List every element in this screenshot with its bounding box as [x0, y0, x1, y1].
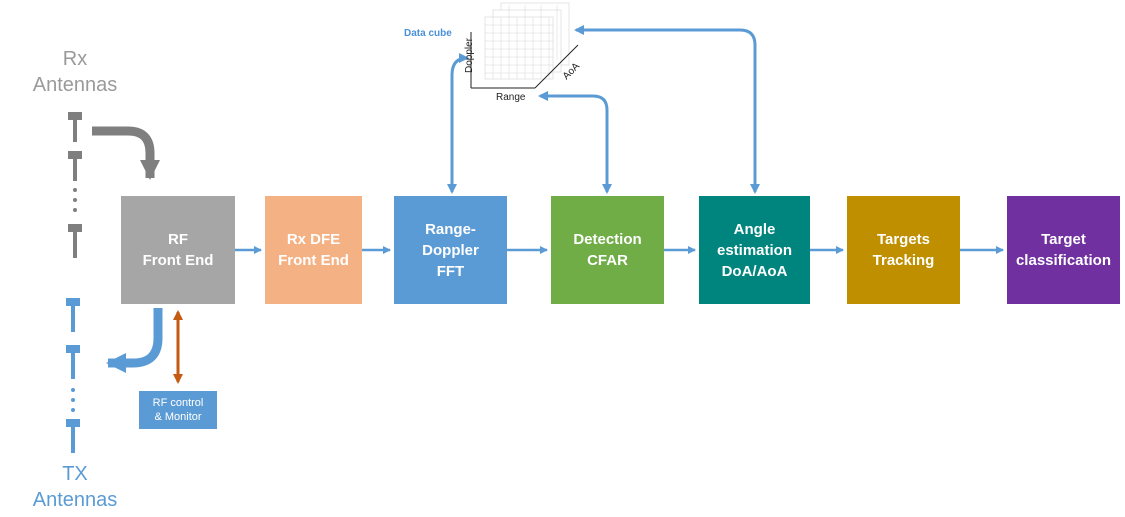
cube-axes: [470, 32, 579, 89]
tx-antennas-label: TX Antennas: [32, 463, 118, 511]
fft-cube-arrow: [447, 53, 469, 194]
rx-antennas-label: Rx Antennas: [32, 48, 118, 96]
rf-front-end-box: RF Front End: [121, 196, 235, 304]
data-cube-title: Data cube: [404, 28, 452, 39]
cfar-cube-arrow: [538, 91, 612, 194]
detection-cfar-box: Detection CFAR: [551, 196, 664, 304]
rx-to-rf-arrow: [92, 126, 160, 180]
cube-grid: [485, 5, 558, 79]
rf-control-monitor-box: RF control & Monitor: [139, 391, 217, 429]
target-classification-box: Target classification: [1007, 196, 1120, 304]
rx-antenna-icon: [68, 224, 82, 258]
rx-antenna-icon: [68, 151, 82, 181]
tx-antenna-icon: [66, 419, 80, 453]
angle-cube-arrow: [574, 25, 760, 194]
data-cube-graphic: [470, 2, 579, 89]
tx-antenna-array: [66, 298, 80, 453]
data-cube-axis-doppler: Doppler: [464, 37, 476, 74]
data-cube-axis-range: Range: [496, 92, 526, 103]
tx-antenna-icon: [66, 298, 80, 332]
data-cube-arrows: [447, 25, 760, 194]
rx-antenna-icon: [68, 112, 82, 142]
angle-estimation-box: Angle estimation DoA/AoA: [699, 196, 810, 304]
range-doppler-fft-box: Range- Doppler FFT: [394, 196, 507, 304]
targets-tracking-box: Targets Tracking: [847, 196, 960, 304]
tx-antenna-icon: [66, 345, 80, 379]
rx-dfe-front-end-box: Rx DFE Front End: [265, 196, 362, 304]
rx-antenna-array: [68, 112, 82, 258]
rf-to-tx-arrow: [106, 308, 163, 373]
